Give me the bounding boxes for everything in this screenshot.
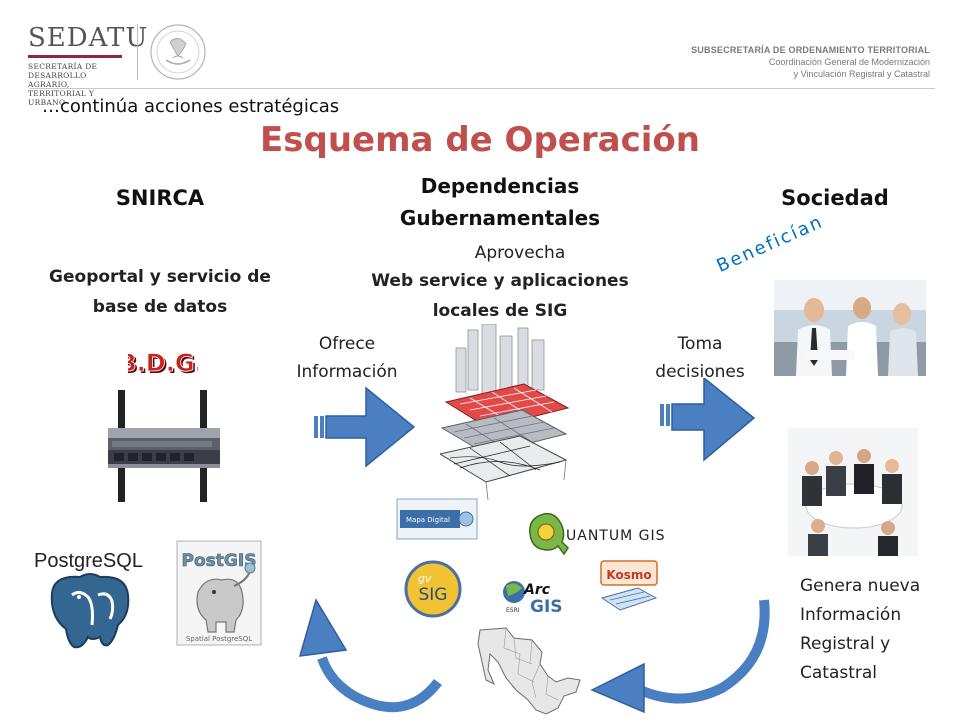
conference-table-photo (788, 428, 918, 556)
label-line: Información (800, 605, 902, 625)
arcgis-gis-text: GIS (530, 597, 563, 617)
genera-label: Genera nueva Información Registral y Cat… (800, 572, 920, 688)
geoportal-label: Geoportal y servicio de base de datos (30, 262, 290, 322)
label-line: Registral y (800, 634, 891, 654)
mapa-digital-text: Mapa Digital (406, 516, 450, 524)
logo-line (28, 55, 122, 58)
gvsig-logo: gv SIG (404, 560, 462, 618)
logo-sub-line: TERRITORIAL Y URBANO (28, 89, 95, 107)
arrow-right-icon-ofrece (314, 386, 416, 468)
label-line: Web service y aplicaciones (371, 271, 629, 291)
bdg-logo-shadow: B.D.G. (128, 351, 198, 379)
arrow-right-icon-toma (660, 378, 756, 462)
column-heading-dependencias: Dependencias Gubernamentales (350, 170, 650, 234)
toma-decisiones-label: Toma decisiones (640, 330, 760, 386)
label-line: Información (296, 362, 398, 382)
postgis-logo-text: PostGIS (182, 551, 257, 571)
label-line: Toma (677, 334, 723, 354)
logo-subtitle: SECRETARÍA DE DESARROLLO AGRARIO, TERRIT… (28, 62, 128, 107)
coordinacion-line: y Vinculación Registral y Catastral (793, 69, 930, 79)
coordinacion-line: Coordinación General de Modernización (768, 57, 930, 67)
curved-arrow-left-icon-bottom (590, 599, 770, 714)
national-seal-icon (150, 24, 206, 80)
label-line: locales de SIG (432, 301, 568, 321)
subsecretaria-block: SUBSECRETARÍA DE ORDENAMIENTO TERRITORIA… (691, 44, 930, 80)
postgresql-logo: PostgreSQL (34, 550, 143, 649)
kosmo-text: Kosmo (606, 568, 651, 582)
server-rack-icon (108, 390, 220, 502)
mexico-map-image (477, 627, 581, 715)
kosmo-logo: Kosmo (600, 560, 658, 611)
continua-text: …continúa acciones estratégicas (42, 96, 340, 117)
arcgis-arc-text: Arc (523, 582, 551, 598)
heading-line: Gubernamentales (399, 206, 601, 230)
arcgis-logo: Arc GIS ESRI (503, 581, 563, 617)
postgis-logo: PostGIS Spatial PostgreSQL (176, 540, 262, 646)
postgresql-logo-text: PostgreSQL (34, 550, 143, 572)
logo-sub-line: DESARROLLO AGRARIO, (28, 71, 87, 89)
business-meeting-photo (774, 280, 926, 376)
webservice-label: Web service y aplicaciones locales de SI… (340, 266, 660, 326)
postgis-subtitle: Spatial PostgreSQL (186, 635, 252, 643)
ofrece-label: Ofrece Información (282, 330, 412, 386)
gvsig-sig-text: SIG (419, 585, 448, 605)
gvsig-gv-text: gv (418, 572, 432, 585)
label-line: Genera nueva (800, 576, 921, 596)
column-heading-sociedad: Sociedad (781, 186, 889, 210)
curved-arrow-left-icon (298, 598, 442, 713)
label-line: base de datos (92, 297, 228, 317)
logo-sub-line: SECRETARÍA DE (28, 62, 98, 71)
logo-divider (137, 24, 138, 80)
label-line: decisiones (655, 362, 745, 382)
gis-layers-image (440, 324, 570, 500)
column-heading-snirca: SNIRCA (115, 186, 205, 210)
bdg-logo: B.D.G. B.D.G. (128, 349, 198, 379)
subsecretaria-name: SUBSECRETARÍA DE ORDENAMIENTO TERRITORIA… (691, 45, 930, 55)
mapa-digital-logo: Mapa Digital (396, 498, 478, 540)
sedatu-logo: SEDATU SECRETARÍA DE DESARROLLO AGRARIO,… (28, 23, 149, 107)
quantum-gis-text: UANTUM GIS (566, 528, 664, 544)
beneficia-label: Beneficían (713, 211, 827, 277)
heading-line: Dependencias (420, 174, 580, 198)
label-line: Geoportal y servicio de (49, 267, 271, 287)
quantum-gis-logo: UANTUM GIS (529, 512, 664, 556)
label-line: Ofrece (318, 334, 376, 354)
slide-title: Esquema de Operación (260, 120, 700, 160)
logo-name: SEDATU (28, 23, 149, 53)
bdg-logo-text: B.D.G. (128, 349, 198, 377)
arcgis-esri-text: ESRI (506, 607, 520, 614)
label-line: Catastral (800, 663, 878, 683)
header-rule (30, 88, 935, 89)
aprovecha-label: Aprovecha (474, 243, 566, 263)
